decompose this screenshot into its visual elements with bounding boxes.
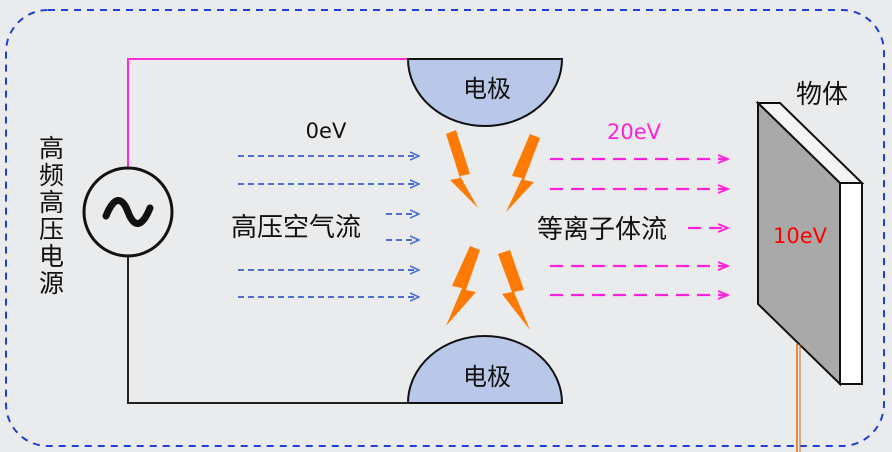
top-wire (127, 58, 408, 168)
input-air-arrows (238, 156, 418, 297)
object-label: 物体 (796, 80, 848, 110)
output-flow-label: 等离子体流 (537, 215, 667, 245)
electrode-top-label: 电极 (463, 75, 511, 103)
outer-dashed-border (5, 9, 885, 447)
target-object (755, 100, 865, 387)
lightning-bolt-icon (498, 250, 530, 330)
ac-sine-icon (102, 197, 154, 227)
electrode-bottom-label: 电极 (463, 363, 511, 391)
power-source-label: 高频高压电源 (36, 135, 65, 297)
lightning-bolt-icon (446, 130, 478, 208)
lightning-bolt-icon (506, 134, 540, 212)
object-front-face (757, 100, 841, 387)
output-plasma-arrows (550, 159, 728, 295)
input-flow-label: 高压空气流 (231, 213, 361, 243)
output-energy-label: 20eV (607, 120, 662, 144)
bottom-wire (127, 255, 408, 404)
electrode-bottom: 电极 (406, 335, 564, 404)
lightning-bolt-icon (446, 246, 480, 326)
electrode-top: 电极 (406, 58, 564, 127)
object-side-face (839, 182, 863, 385)
object-energy-label: 10eV (773, 224, 828, 248)
input-energy-label: 0eV (306, 119, 347, 143)
ac-power-source (82, 166, 174, 258)
sparks (446, 130, 540, 330)
